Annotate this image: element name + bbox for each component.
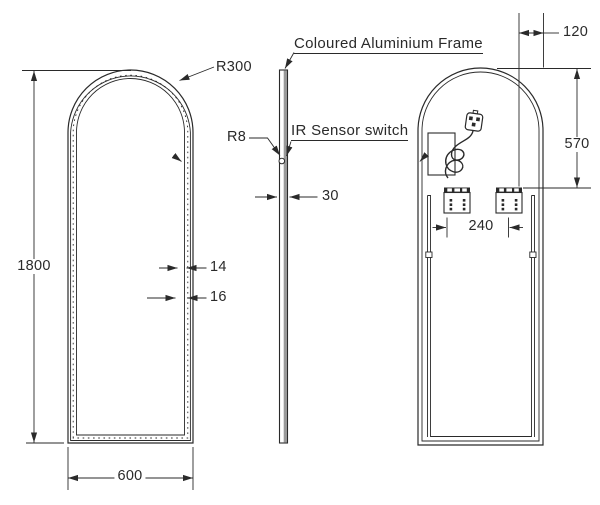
leader-r300 [179,66,215,81]
front-outer-contour [67,69,194,444]
side-view [278,69,289,444]
front-inner-contour [76,78,185,436]
leader-frame-label [284,52,295,69]
mounting-bracket-left [443,187,471,214]
ir-sensor-dot [278,157,286,165]
back-left-rail [427,195,431,437]
side-view-annotations [249,52,318,201]
side-profile [278,69,289,444]
leader-r8 [249,137,281,156]
arch-radius-label: R300 [216,59,252,75]
ir-sensor-switch-label: IR Sensor switch [291,122,409,141]
back-inner-contour [421,71,540,442]
sensor-radius-label: R8 [227,129,247,145]
frame-face-dimension: 14 [210,259,227,275]
back-right-rail-notch [529,251,537,258]
mounting-bracket-right [495,187,523,214]
overall-height-dimension: 1800 [14,258,54,275]
power-cable [444,130,474,179]
front-sensor-mark [171,153,182,162]
bracket-drop-dimension: 570 [561,136,593,153]
overall-width-dimension: 600 [114,468,146,485]
power-plug-icon [464,109,484,132]
back-view-dimensions [432,13,591,238]
frame-depth-dimension: 16 [210,289,227,305]
front-view-dimensions [22,66,215,490]
front-led-strip [72,74,189,439]
bracket-spacing-dimension: 240 [465,218,497,235]
back-sensor-mark [419,152,429,162]
bracket-edge-offset-dimension: 120 [563,24,589,40]
leader-ir-sensor [286,141,293,157]
side-profile-shading [283,70,287,443]
back-left-rail-notch [425,251,433,258]
back-right-rail [531,195,535,437]
profile-depth-dimension: 30 [322,188,339,204]
front-view [67,69,194,444]
back-outer-contour [417,67,544,446]
back-view [417,67,544,446]
coloured-aluminium-frame-label: Coloured Aluminium Frame [294,35,483,54]
front-frame-line [70,75,191,441]
